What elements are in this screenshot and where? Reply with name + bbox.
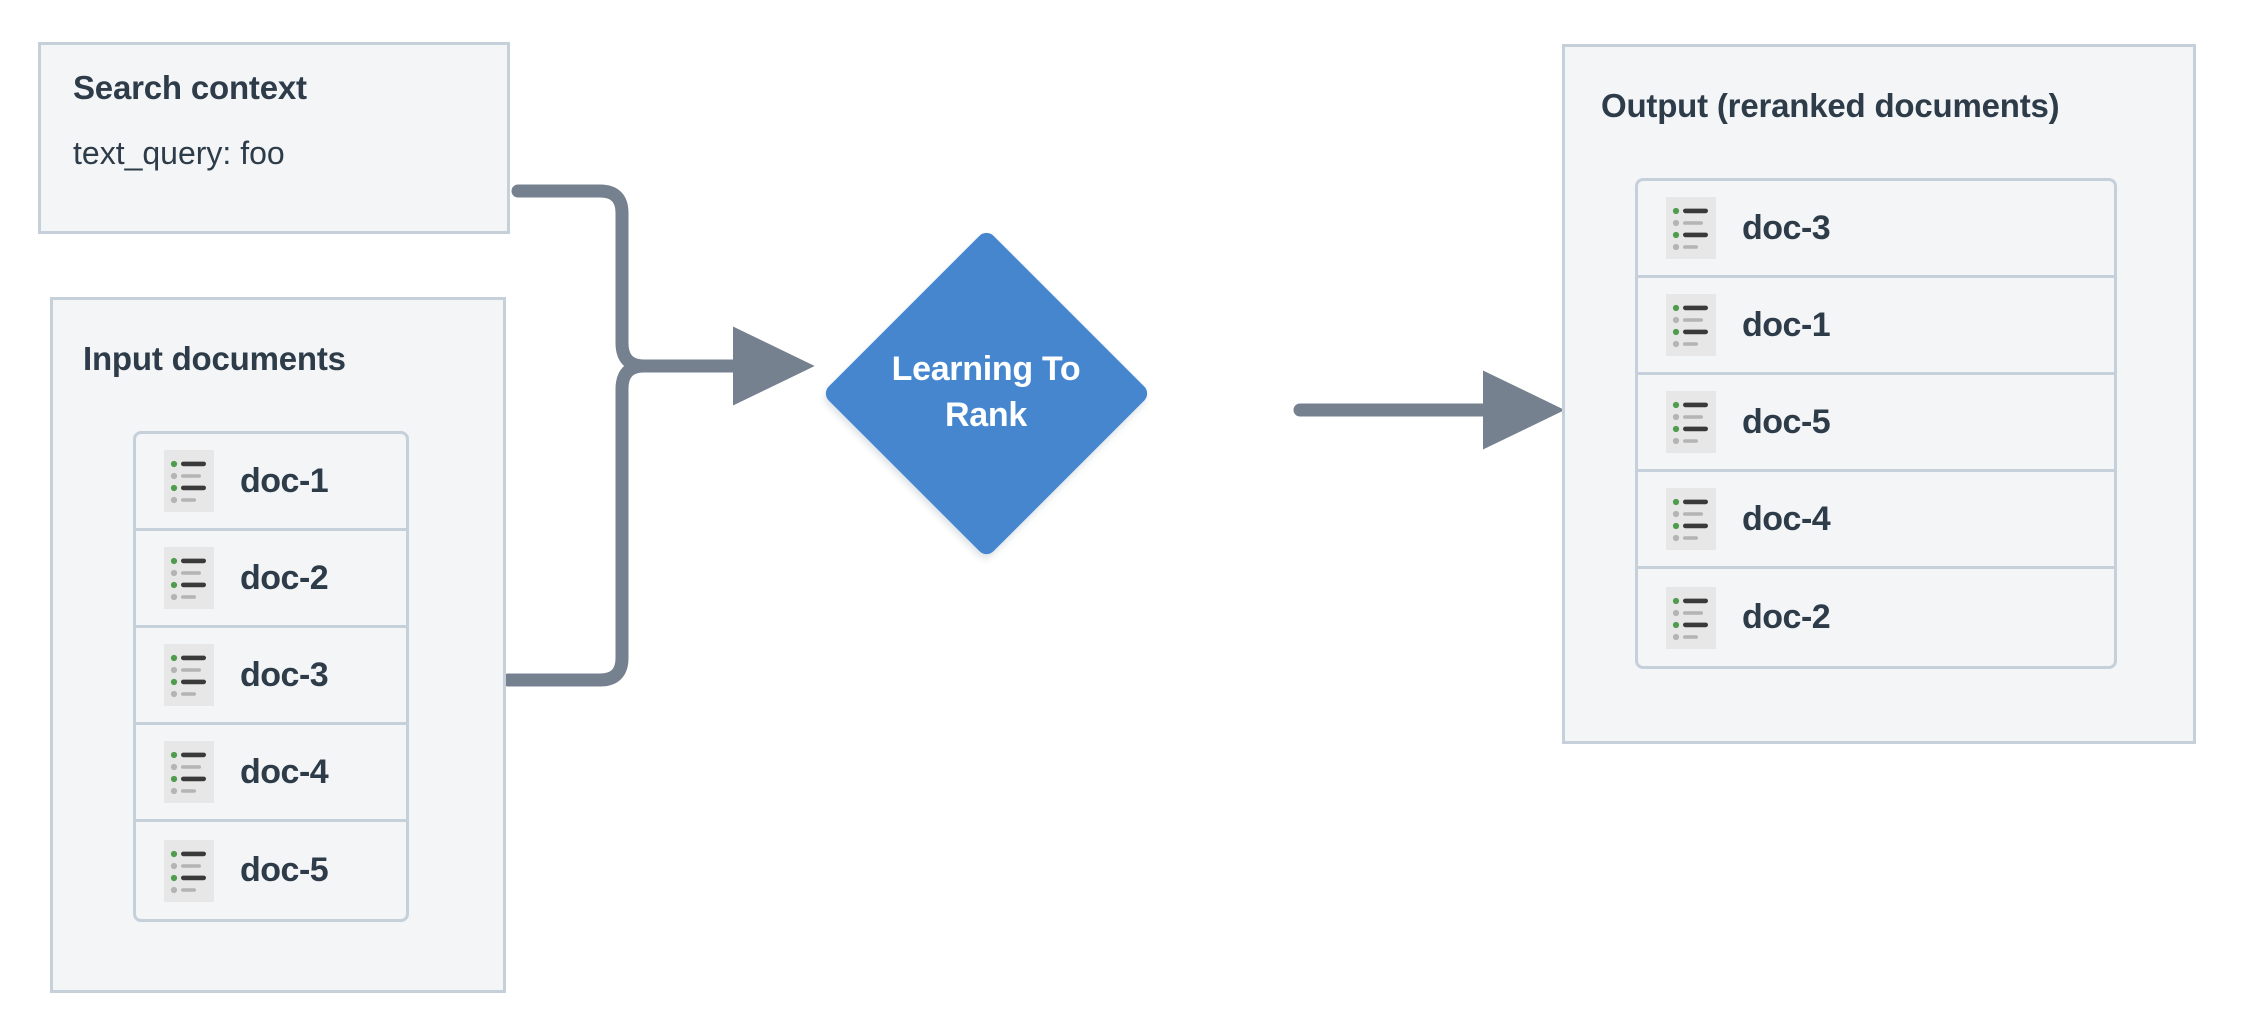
document-list-icon [164,839,214,902]
input-document-label: doc-2 [240,558,329,597]
output-document-list: doc-3 doc-1 doc-5 doc-4 doc-2 [1635,178,2117,669]
output-document-label: doc-3 [1742,208,1831,247]
output-document-label: doc-5 [1742,402,1831,441]
document-list-icon [164,644,214,706]
input-document-row[interactable]: doc-3 [136,628,406,725]
learning-to-rank-node[interactable]: Learning To Rank [821,228,1152,559]
input-document-row[interactable]: doc-5 [136,822,406,919]
document-list-icon [164,450,214,512]
input-document-row[interactable]: doc-1 [136,434,406,531]
input-document-label: doc-3 [240,655,329,694]
connector-input-documents-to-ltr [501,359,697,687]
output-document-row[interactable]: doc-2 [1638,569,2114,666]
input-document-label: doc-1 [240,461,329,500]
search-context-title: Search context [73,69,307,106]
output-document-label: doc-1 [1742,305,1831,344]
output-document-row[interactable]: doc-4 [1638,472,2114,569]
output-document-label: doc-2 [1742,598,1831,636]
input-document-row[interactable]: doc-2 [136,531,406,628]
document-list-icon [1666,197,1716,259]
document-list-icon [1666,586,1716,649]
document-list-icon [164,741,214,803]
search-context-panel: Search context text_query: foo [38,42,510,234]
input-document-label: doc-4 [240,752,329,791]
learning-to-rank-label-line2: Rank [945,396,1027,434]
input-documents-title: Input documents [83,340,346,377]
learning-to-rank-label-line1: Learning To [891,350,1081,389]
output-document-label: doc-4 [1742,499,1831,538]
output-document-row[interactable]: doc-3 [1638,181,2114,278]
document-list-icon [1666,488,1716,550]
input-document-row[interactable]: doc-4 [136,725,406,822]
document-list-icon [1666,391,1716,453]
output-title: Output (reranked documents) [1601,87,2060,124]
input-document-list: doc-1 doc-2 doc-3 doc-4 doc-5 [133,431,409,922]
document-list-icon [1666,294,1716,356]
input-document-label: doc-5 [240,851,329,889]
output-document-row[interactable]: doc-5 [1638,375,2114,472]
document-list-icon [164,547,214,609]
connector-search-context-to-ltr [511,184,697,373]
learning-to-rank-label: Learning To Rank [821,228,1151,558]
output-document-row[interactable]: doc-1 [1638,278,2114,375]
search-context-query: text_query: foo [73,135,285,171]
